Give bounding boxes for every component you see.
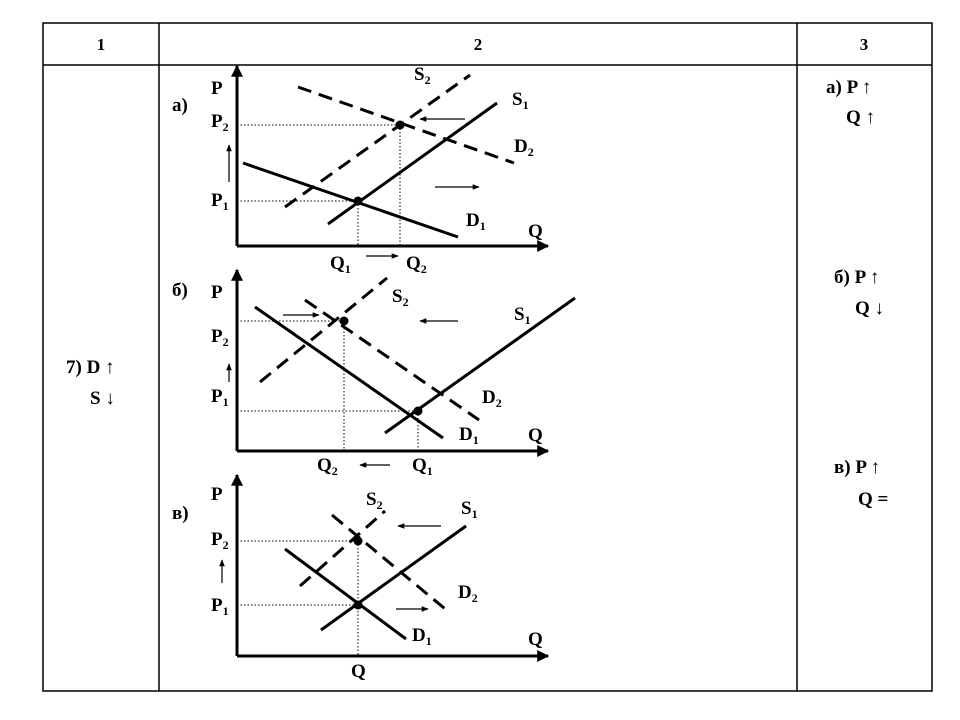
panel-b-label-s1: S1 xyxy=(514,304,531,327)
panel-a-letter: а) xyxy=(172,95,188,116)
result-c-line1: в) P ↑ xyxy=(834,457,880,478)
result-a-line2: Q ↑ xyxy=(846,107,875,128)
panel-b-label-q2: Q2 xyxy=(317,455,338,478)
panel-c-label-s2: S2 xyxy=(366,489,383,512)
panel-c-label-q: Q xyxy=(351,661,366,682)
panel-b-equilibrium-1 xyxy=(413,406,423,416)
panel-b-label-d1: D1 xyxy=(459,424,479,447)
panel-c-demand-d1 xyxy=(284,547,407,641)
panel-c-label-p1: P1 xyxy=(211,595,229,618)
panel-c-supply-s1 xyxy=(320,524,467,632)
panel-b-label-p2: P2 xyxy=(211,326,229,349)
panel-a-label-s2: S2 xyxy=(414,64,431,87)
panel-c-label-d2: D2 xyxy=(458,582,478,605)
panel-a-demand-d1 xyxy=(242,161,459,239)
result-b-line2: Q ↓ xyxy=(855,298,884,319)
panel-b: б) P Q P2 P1 S2 S1 D2 D1 Q2 Q1 xyxy=(172,268,576,478)
table-grid xyxy=(42,22,933,692)
panel-a-label-p1: P1 xyxy=(211,190,229,213)
panel-b-demand-d1 xyxy=(254,305,444,440)
panel-a-axis-q: Q xyxy=(528,221,543,242)
panel-a-equilibrium-1 xyxy=(353,196,363,206)
panel-b-label-q1: Q1 xyxy=(412,455,433,478)
panel-c-axis-q: Q xyxy=(528,629,543,650)
panel-b-equilibrium-2 xyxy=(339,316,349,326)
panel-a-label-p2: P2 xyxy=(211,111,229,134)
panel-c: в) P Q P2 P1 S2 S1 D2 D1 Q xyxy=(172,473,550,682)
row-label-supply: S ↓ xyxy=(90,388,115,409)
panel-a-label-d1: D1 xyxy=(466,210,486,233)
panel-a: а) P Q P2 P1 S2 S1 D2 D1 Q1 Q2 xyxy=(172,64,550,276)
panel-a-axis-p: P xyxy=(211,78,223,99)
panel-b-letter: б) xyxy=(172,280,188,301)
panel-b-axis-q: Q xyxy=(528,425,543,446)
panel-b-supply-s1 xyxy=(384,296,576,435)
panel-a-demand-d2 xyxy=(297,85,515,165)
result-b-line1: б) P ↑ xyxy=(834,267,879,288)
result-a-line1: а) P ↑ xyxy=(826,77,871,98)
header-col-1: 1 xyxy=(97,35,106,54)
panel-a-equilibrium-2 xyxy=(395,120,405,130)
panel-b-label-p1: P1 xyxy=(211,386,229,409)
panel-c-label-p2: P2 xyxy=(211,529,229,552)
header-col-2: 2 xyxy=(474,35,483,54)
panel-a-label-s1: S1 xyxy=(512,89,529,112)
panel-c-label-d1: D1 xyxy=(412,625,432,648)
row-label-demand: 7) D ↑ xyxy=(66,357,115,378)
panel-a-label-q2: Q2 xyxy=(406,253,427,276)
panel-b-label-s2: S2 xyxy=(392,286,409,309)
panel-a-supply-s2 xyxy=(284,73,471,209)
panel-a-label-q1: Q1 xyxy=(330,253,351,276)
panel-c-axis-p: P xyxy=(211,484,223,505)
panel-c-letter: в) xyxy=(172,503,189,524)
panel-a-label-d2: D2 xyxy=(514,136,534,159)
panel-a-supply-s1 xyxy=(327,101,498,226)
panel-b-label-d2: D2 xyxy=(482,387,502,410)
result-c-line2: Q = xyxy=(858,489,888,510)
panel-c-equilibrium-1 xyxy=(353,600,363,610)
panel-c-equilibrium-2 xyxy=(353,536,363,546)
panel-c-supply-s2 xyxy=(299,509,386,588)
panel-c-label-s1: S1 xyxy=(461,498,478,521)
header-col-3: 3 xyxy=(860,35,869,54)
panel-b-supply-s2 xyxy=(259,276,388,384)
panel-b-axis-p: P xyxy=(211,282,223,303)
panel-c-demand-d2 xyxy=(331,513,451,615)
